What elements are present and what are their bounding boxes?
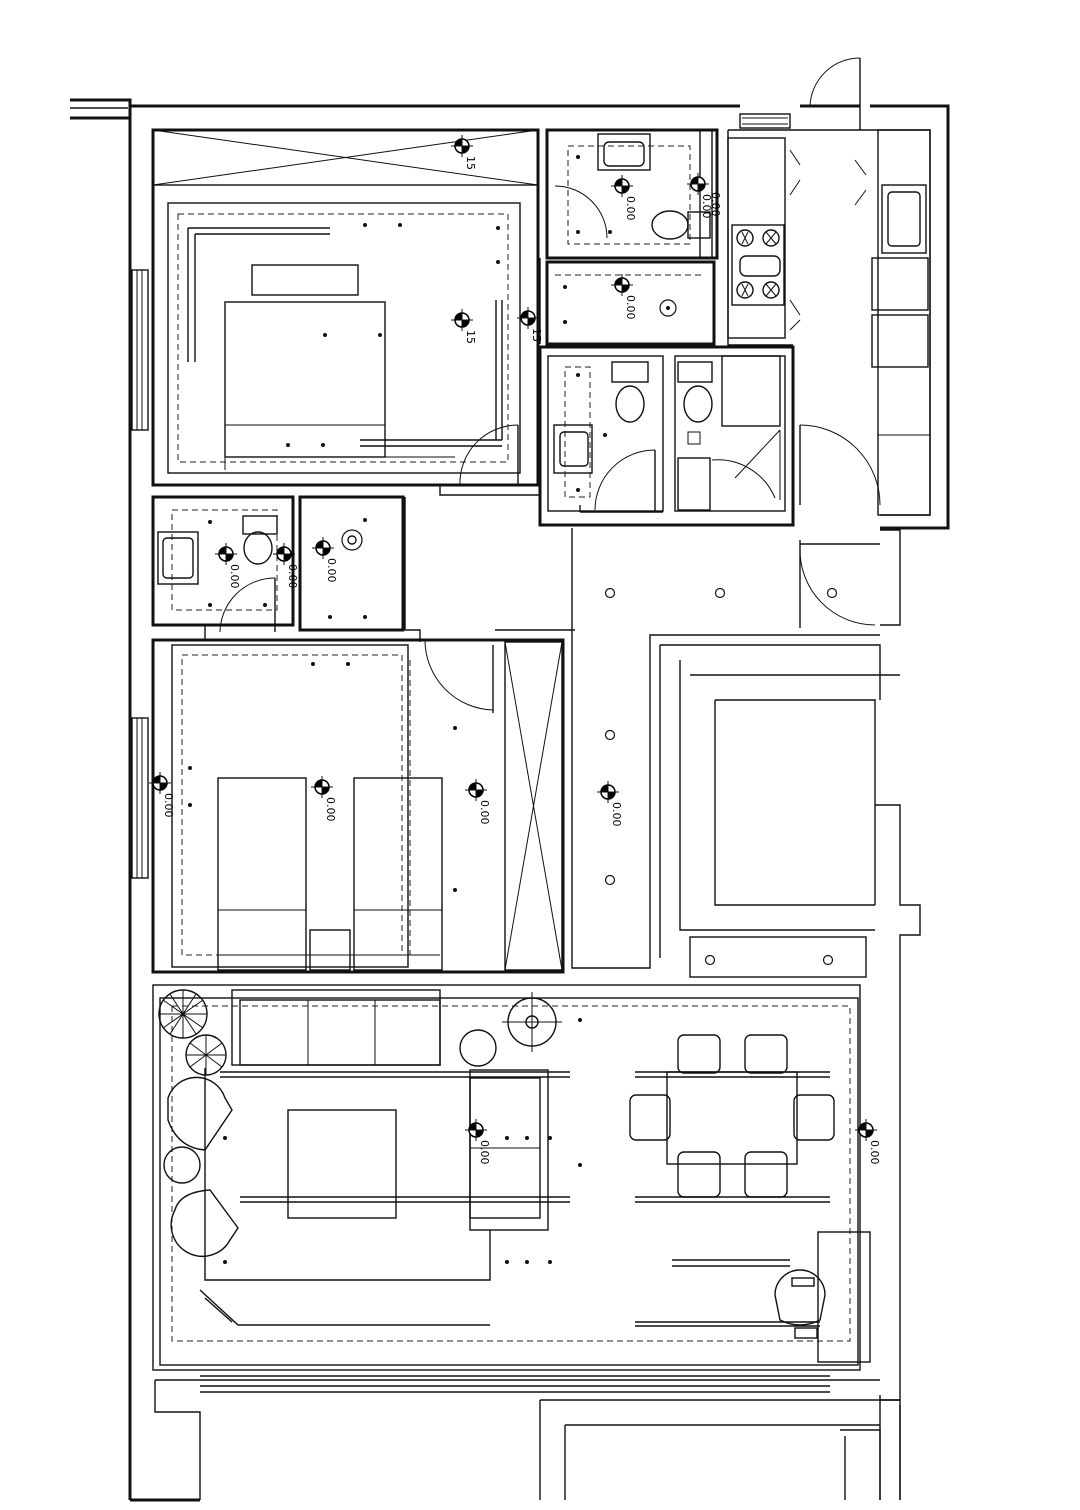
level-label: 0.00 xyxy=(325,558,338,583)
top-bathroom xyxy=(545,128,719,260)
kitchen xyxy=(727,57,931,516)
level-marker: 0.00 xyxy=(611,274,637,320)
level-marker: 0.00 xyxy=(215,543,241,589)
window-left-upper xyxy=(131,269,149,431)
plant-2 xyxy=(185,1034,227,1076)
level-marker: 0.00 xyxy=(465,1119,491,1165)
level-marker: 15 xyxy=(451,309,477,344)
level-marker: 0.00 xyxy=(687,173,713,219)
level-marker: 0.00 xyxy=(273,543,299,589)
outer-walls xyxy=(70,98,950,1502)
living-room xyxy=(152,984,871,1371)
level-marker: 0.00 xyxy=(312,537,338,583)
level-label: 0.00 xyxy=(162,793,175,818)
level-label: 0.00 xyxy=(286,564,299,589)
corridor xyxy=(571,528,900,978)
level-marker: 0.00 xyxy=(465,779,491,825)
level-marker: 0.00 xyxy=(149,772,175,818)
level-marker: 15 xyxy=(517,307,543,342)
level-label: 0.00 xyxy=(324,797,337,822)
shower-strip xyxy=(539,258,716,346)
level-label: 0.00 xyxy=(610,802,623,827)
level-label: 0.00 xyxy=(478,1140,491,1165)
level-label: 15 xyxy=(530,328,543,342)
master-bedroom xyxy=(151,128,541,496)
level-label: 15 xyxy=(464,330,477,344)
level-label: 0.00 xyxy=(624,295,637,320)
ceiling-lights xyxy=(188,155,838,1264)
window-left-lower xyxy=(131,717,149,879)
middle-bathroom xyxy=(151,495,295,641)
level-label: 0.00 xyxy=(700,194,713,219)
plant-1 xyxy=(158,989,208,1039)
level-label: 0.00 xyxy=(228,564,241,589)
level-marker: 0.00 xyxy=(611,175,637,221)
level-marker: 0.00 xyxy=(597,781,623,827)
level-label: 0.00 xyxy=(868,1140,881,1165)
level-label: 0.00 xyxy=(709,192,722,217)
level-label: 15 xyxy=(464,156,477,170)
level-marker: 15 xyxy=(451,135,477,170)
level-label: 0.00 xyxy=(478,800,491,825)
dining-table xyxy=(629,1034,835,1198)
level-label: 0.00 xyxy=(624,196,637,221)
utility-room xyxy=(298,495,406,632)
level-marker: 0.00 xyxy=(855,1119,881,1165)
second-bedroom xyxy=(151,629,575,974)
level-marker: 0.00 xyxy=(311,776,337,822)
